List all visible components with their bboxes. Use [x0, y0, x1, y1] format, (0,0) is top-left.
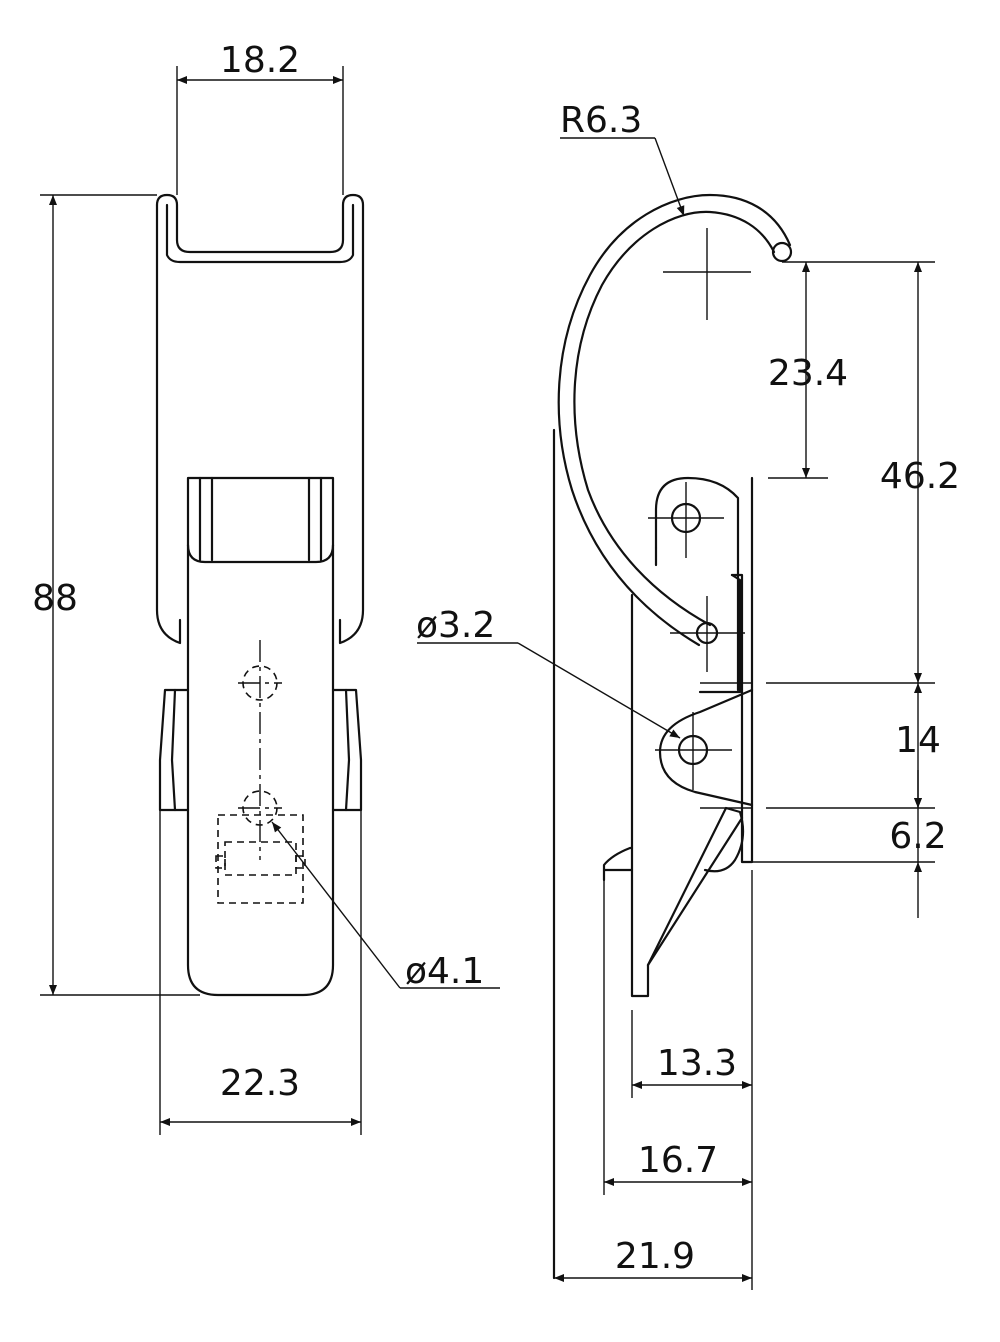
dim-88: 88 — [32, 194, 200, 996]
side-view — [552, 193, 793, 1280]
lever-body — [186, 543, 335, 997]
lower-pivot — [658, 688, 754, 807]
dim-13-3: 13.3 — [631, 870, 753, 1290]
hook-wire-outer — [557, 193, 792, 647]
dim-18-2-label: 18.2 — [220, 40, 300, 81]
dim-13-3-label: 13.3 — [657, 1043, 737, 1084]
dim-21-9: 21.9 — [554, 1236, 752, 1282]
wire-loop — [155, 193, 365, 645]
dim-radius-6-3: R6.3 — [560, 100, 685, 217]
dim-6-2-label: 6.2 — [889, 816, 946, 857]
dim-hole-4-1: ø4.1 — [271, 821, 500, 992]
catch-tongue — [646, 806, 745, 967]
dim-23-4-label: 23.4 — [768, 353, 848, 394]
dim-22-3: 22.3 — [160, 1063, 361, 1126]
dim-hole-3-2: ø3.2 — [416, 605, 681, 739]
dim-16-7-label: 16.7 — [638, 1140, 718, 1181]
hook-plate — [186, 476, 335, 564]
hidden-catch — [217, 814, 304, 904]
left-ear — [158, 688, 190, 812]
dim-hole-3-2-label: ø3.2 — [416, 605, 495, 646]
dim-23-4: 23.4 — [768, 261, 848, 479]
dim-22-3-label: 22.3 — [220, 1063, 300, 1104]
dim-14: 14 — [700, 682, 941, 809]
dim-46-2-label: 46.2 — [880, 456, 960, 497]
right-ear — [331, 688, 363, 812]
dim-6-2: 6.2 — [752, 770, 947, 918]
pivot-lug — [654, 476, 740, 692]
dim-hole-4-1-label: ø4.1 — [405, 951, 484, 992]
dim-46-2: 46.2 — [766, 261, 960, 684]
dim-radius-6-3-label: R6.3 — [560, 100, 642, 141]
dim-14-label: 14 — [895, 720, 941, 761]
dim-18-2: 18.2 — [176, 40, 344, 195]
front-view — [155, 193, 365, 1135]
dim-16-7: 16.7 — [603, 880, 752, 1195]
dim-21-9-label: 21.9 — [615, 1236, 695, 1277]
lever-side — [630, 593, 744, 998]
hook-wire-inner — [573, 210, 776, 627]
dim-88-label: 88 — [32, 578, 78, 619]
